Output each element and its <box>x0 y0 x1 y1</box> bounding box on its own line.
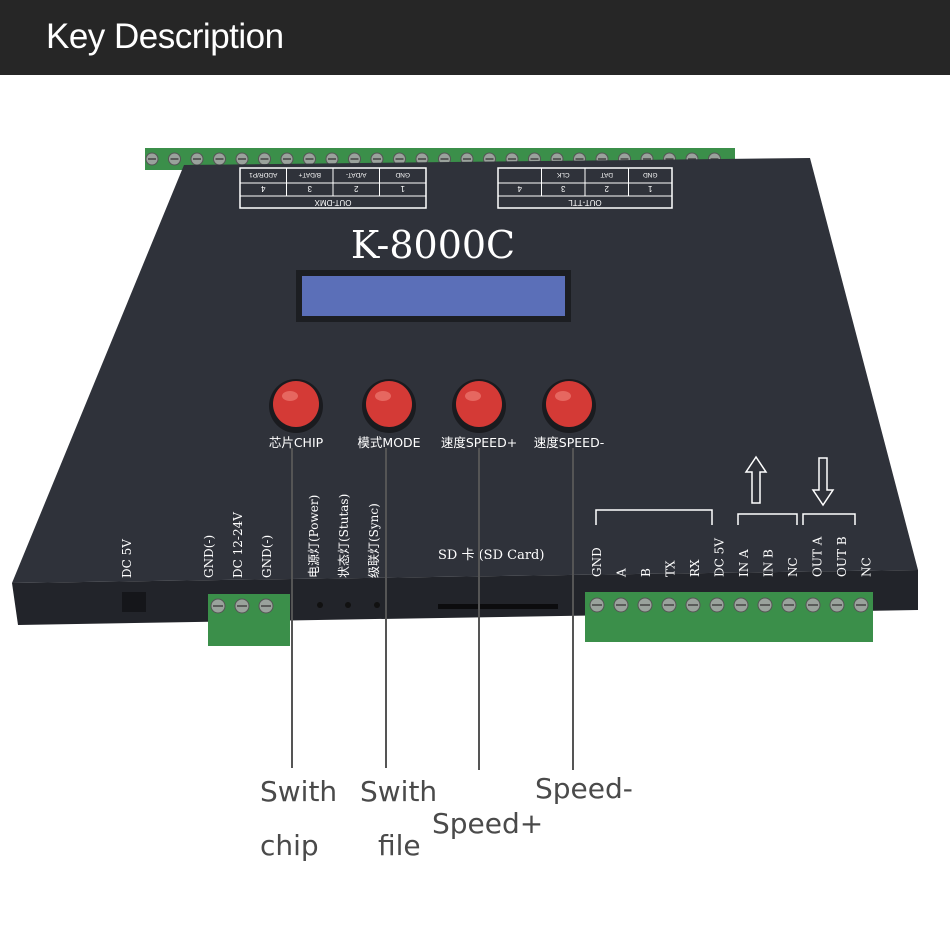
button-label: 速度SPEED- <box>534 435 604 450</box>
pin-label: IN B <box>762 549 776 577</box>
port-label: DC 12-24V <box>231 512 245 578</box>
annotation-switch-file-line2: file <box>378 829 421 862</box>
push-button-2[interactable] <box>366 381 412 427</box>
model-name: K-8000C <box>351 223 515 267</box>
right-header-lines <box>595 509 856 525</box>
sd-card-label: SD 卡 (SD Card) <box>438 548 544 563</box>
button-highlight <box>282 391 298 401</box>
port-label: 状态灯(Stutas) <box>337 494 351 578</box>
annotation-speed-minus: Speed- <box>535 762 633 816</box>
header-pin-label: DAT <box>600 171 613 178</box>
header-pin-number: 3 <box>560 184 565 193</box>
power-terminal <box>208 594 290 646</box>
annotation-lines <box>291 448 574 770</box>
annotation-switch-chip: Swith chip <box>260 765 337 873</box>
header-pin-number: 1 <box>400 184 405 193</box>
header-pin-number: 1 <box>647 184 652 193</box>
header-pin-label: GND <box>395 171 410 178</box>
pin-label: B <box>639 568 653 577</box>
header-title: Key Description <box>46 17 284 56</box>
pin-label: DC 5V <box>713 538 727 577</box>
push-button-3[interactable] <box>456 381 502 427</box>
header-pin-label: ADDR/P1 <box>249 171 278 178</box>
header-pin-number: 4 <box>260 184 265 193</box>
sd-card-slot <box>438 604 558 609</box>
header-bar: Key Description <box>0 0 950 75</box>
pin-label: OUT A <box>811 536 825 577</box>
pin-label: IN A <box>737 549 751 577</box>
arrow-down-icon <box>811 457 835 507</box>
push-button-1[interactable] <box>273 381 319 427</box>
status-led <box>345 602 351 608</box>
port-label: GND(-) <box>202 535 216 578</box>
pin-label: RX <box>688 559 702 577</box>
push-button-4[interactable] <box>546 381 592 427</box>
pin-label: GND <box>590 547 604 577</box>
header-pin-number: 3 <box>307 184 312 193</box>
port-label: 电源灯(Power) <box>307 495 321 578</box>
header-pin-number: 4 <box>517 184 522 193</box>
sync-led <box>374 602 380 608</box>
pin-label: TX <box>664 560 678 577</box>
annotation-switch-chip-line2: chip <box>260 829 319 862</box>
arrow-up-icon <box>744 455 768 504</box>
port-label: DC 5V <box>120 539 134 578</box>
header-pin-number: 2 <box>353 184 358 193</box>
port-label: 级联灯(Sync) <box>367 503 381 578</box>
header-pin-number: 2 <box>604 184 609 193</box>
annotation-speed-minus-line1: Speed- <box>535 772 633 805</box>
button-highlight <box>465 391 481 401</box>
header-pin-label: CLK <box>556 171 569 178</box>
annotation-switch-chip-line1: Swith <box>260 775 338 808</box>
button-label: 速度SPEED+ <box>441 435 517 450</box>
signal-terminal <box>585 592 873 642</box>
button-label: 模式MODE <box>357 435 420 450</box>
pin-label: A <box>615 568 629 578</box>
ttl-header-box: GND 1 DAT 2 CLK 3 4 OUT-TTL <box>497 167 673 209</box>
pin-label: OUT B <box>835 536 849 577</box>
header-pin-label: B/DAT+ <box>298 171 321 178</box>
device-top <box>12 158 918 583</box>
annotation-speed-plus: Speed+ <box>432 797 543 851</box>
annotation-switch-file-line1: Swith <box>360 775 438 808</box>
port-label: GND(-) <box>260 535 274 578</box>
dc-jack <box>122 592 146 612</box>
lcd-screen <box>302 276 565 316</box>
pin-label: NC <box>786 557 800 577</box>
annotation-speed-plus-line1: Speed+ <box>432 807 544 840</box>
ttl-header-title: OUT-TTL <box>568 198 602 207</box>
power-led <box>317 602 323 608</box>
button-highlight <box>555 391 571 401</box>
pin-label: NC <box>860 557 874 577</box>
button-label: 芯片CHIP <box>269 435 324 450</box>
header-pin-label: GND <box>643 171 658 178</box>
header-pin-label: A/DAT- <box>346 171 366 178</box>
dmx-header-title: OUT-DMX <box>314 198 352 207</box>
dmx-header-box: GND 1 A/DAT- 2 B/DAT+ 3 ADDR/P1 4 OUT-DMX <box>239 167 427 209</box>
annotation-switch-file: Swith file <box>360 765 437 873</box>
button-highlight <box>375 391 391 401</box>
